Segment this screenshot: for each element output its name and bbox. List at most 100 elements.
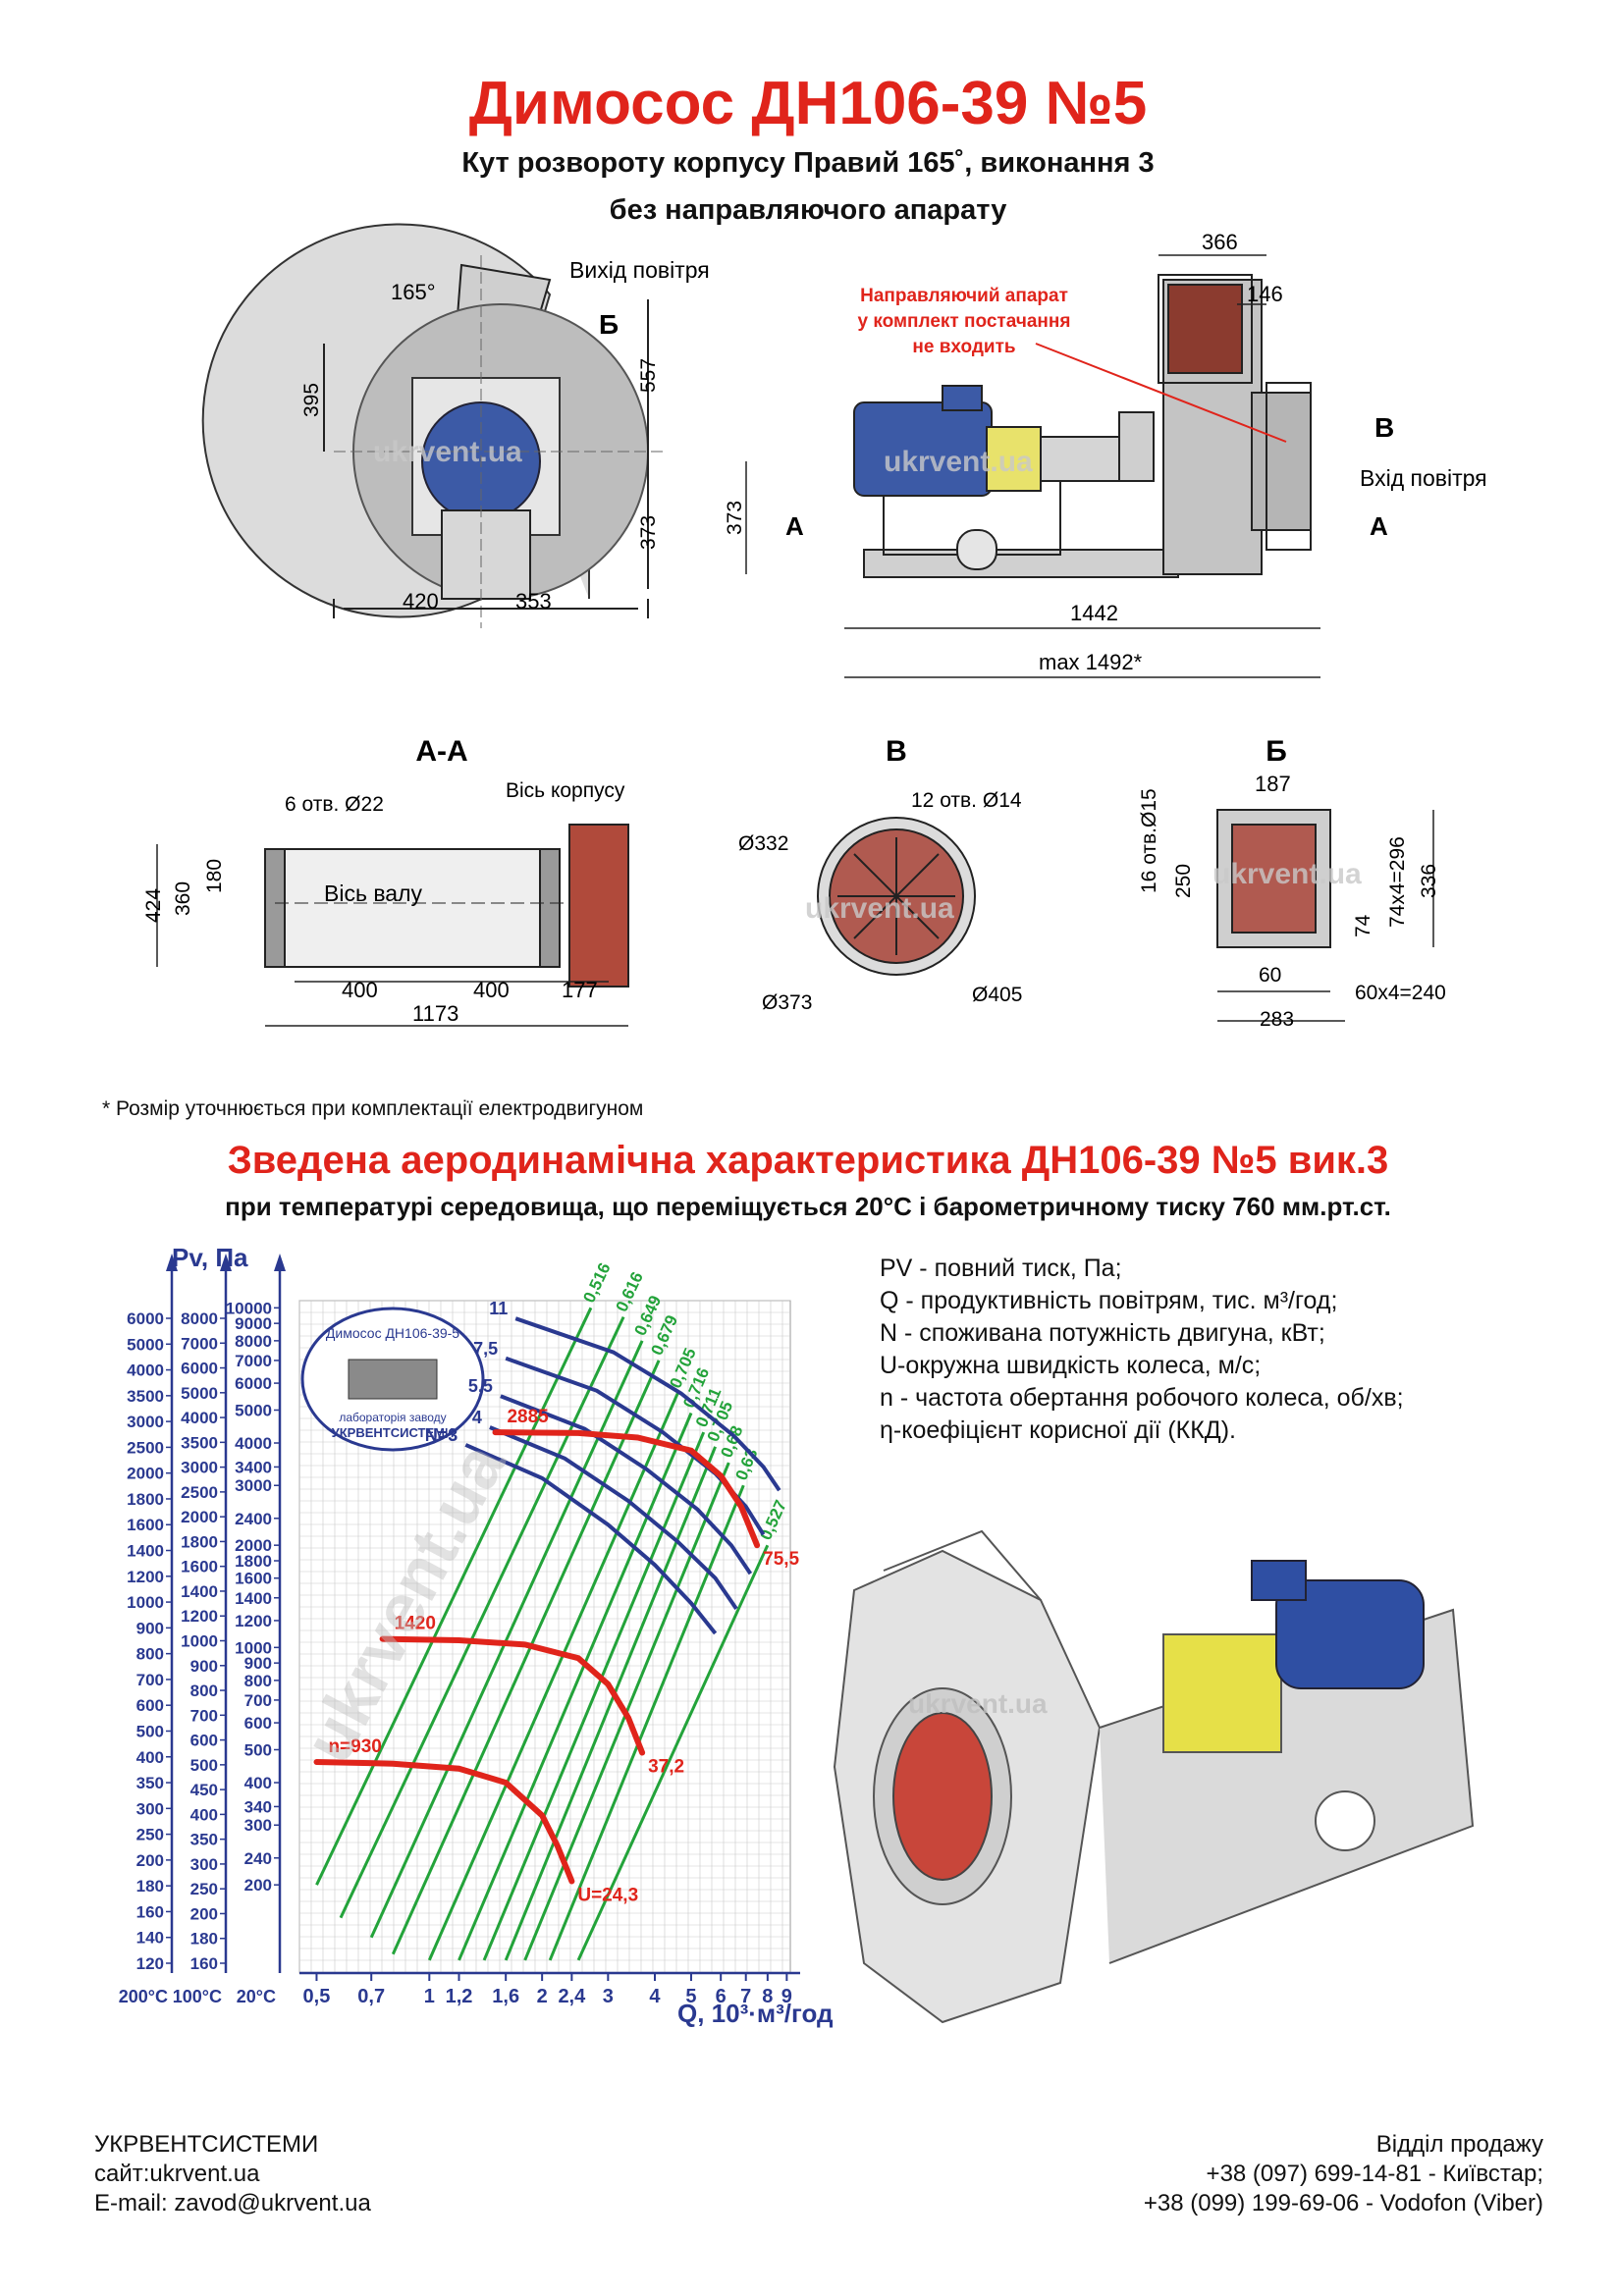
y-axis-100-tick-label: 200 — [190, 1904, 218, 1923]
footer-sales: Відділ продажу +38 (097) 699-14-81 - Киї… — [1144, 2130, 1543, 2218]
efficiency-label: 0,527 — [756, 1497, 790, 1543]
dim-177: 177 — [562, 978, 598, 1002]
x-tick-label: 2 — [537, 1986, 548, 2007]
legend-item: η-коефіцієнт корисної дії (ККД). — [880, 1416, 1236, 1444]
x-tick-label: 5 — [685, 1986, 696, 2007]
y-axis-20-tick-label: 240 — [244, 1849, 272, 1868]
y-axis-100-tick-label: 400 — [190, 1805, 218, 1824]
watermark-side: ukrvent.ua — [884, 446, 1033, 478]
speed-label: n=930 — [328, 1736, 381, 1757]
efficiency-ray — [504, 1446, 717, 1961]
email-link[interactable]: E-mail: zavod@ukrvent.ua — [94, 2190, 371, 2216]
section-b — [1216, 809, 1434, 1022]
site-link[interactable]: сайт:ukrvent.ua — [94, 2161, 260, 2187]
y-axis-200-tick-label: 900 — [136, 1619, 164, 1637]
speed-end-label: 75,5 — [763, 1549, 799, 1570]
efficiency-label: 0,679 — [647, 1312, 681, 1359]
dim-74x4: 74x4=296 — [1386, 836, 1409, 928]
body-axis-label: Вісь корпусу — [506, 779, 625, 802]
shaft-axis-label: Вісь валу — [324, 881, 422, 906]
dim-557: 557 — [637, 358, 660, 393]
speed-label: 1420 — [395, 1614, 436, 1634]
y-axis-20-tick-label: 200 — [244, 1876, 272, 1895]
company-name: УКРВЕНТСИСТЕМИ — [94, 2131, 319, 2158]
efficiency-ray — [427, 1392, 679, 1961]
dim-1442: 1442 — [1070, 601, 1118, 625]
logo-text-3: УКРВЕНТСИСТЕМИ — [332, 1425, 455, 1440]
speed-curve — [379, 1635, 646, 1756]
y-axis-20-tick-label: 300 — [244, 1816, 272, 1835]
x-tick-label: 1,2 — [446, 1986, 473, 2007]
y-axis-200-tick-label: 3500 — [127, 1387, 164, 1406]
y-axis-100-tick-label: 350 — [190, 1831, 218, 1849]
y-axis-20-tick-label: 2000 — [235, 1536, 272, 1555]
footnote: * Розмір уточнюється при комплектації ел… — [102, 1097, 644, 1120]
logo-text-2: лабораторія заводу — [339, 1411, 446, 1424]
dim-max: max 1492* — [1039, 650, 1143, 674]
dim-395: 395 — [300, 383, 323, 417]
efficiency-ray — [523, 1462, 730, 1961]
legend-item: Q - продуктивність повітрям, тис. м³/год… — [880, 1287, 1338, 1314]
y-axis-20-tick-label: 340 — [244, 1797, 272, 1816]
section-v-mark: В — [1374, 412, 1394, 443]
y-axis-20-tick-label: 900 — [244, 1654, 272, 1673]
y-axis-200-tick-label: 2000 — [127, 1465, 164, 1483]
chart-legend: PV - повний тиск, Па; Q - продуктивність… — [880, 1253, 1404, 1447]
watermark-render: ukrvent.ua — [908, 1688, 1048, 1719]
dim-366: 366 — [1202, 230, 1238, 254]
efficiency-ray — [315, 1307, 593, 1886]
y-axis-100-tick-label: 600 — [190, 1732, 218, 1750]
efficiency-ray — [458, 1412, 693, 1961]
chart-grid — [298, 1300, 791, 1974]
guide-note-2: у комплект постачання — [858, 311, 1071, 332]
speed-end-label: 37,2 — [648, 1757, 684, 1778]
y-axis-100-tick-label: 8000 — [181, 1309, 218, 1328]
y-axis-20-tick-label: 10000 — [226, 1299, 272, 1317]
y-axis-20-tick-label: 1200 — [235, 1612, 272, 1630]
power-curve — [464, 1443, 718, 1635]
power-curves: N=345,57,511 — [425, 1299, 781, 1635]
efficiency-ray — [576, 1544, 770, 1961]
y-axis-200-tick-label: 200 — [136, 1851, 164, 1870]
y-axis-200-tick-label: 3000 — [127, 1413, 164, 1431]
watermark-front: ukrvent.ua — [373, 436, 522, 468]
y-axis-100-tick-label: 2500 — [181, 1483, 218, 1502]
dim-400a: 400 — [342, 978, 378, 1002]
y-axis-20-tick-label: 9000 — [235, 1314, 272, 1333]
y-axis-200-tick-label: 120 — [136, 1954, 164, 1973]
d332-label: Ø332 — [738, 832, 788, 855]
section-b-title: Б — [1266, 735, 1287, 768]
fan-render — [833, 1529, 1475, 2024]
y-axis-20-tick-label: 5000 — [235, 1401, 272, 1419]
y-axis-200-tick-label: 1800 — [127, 1490, 164, 1509]
y-axis-200-tick-label: 160 — [136, 1902, 164, 1921]
y-axis-20-arrow — [274, 1254, 286, 1271]
section-v-title: В — [886, 735, 907, 768]
y-axis-200-tick-label: 6000 — [127, 1309, 164, 1328]
y-axis-100-tick-label: 300 — [190, 1855, 218, 1874]
front-view — [201, 223, 668, 628]
y-axis-200-label: 200°C — [119, 1987, 168, 2006]
legend-item: N - споживана потужність двигуна, кВт; — [880, 1319, 1325, 1347]
y-axis-20-tick-label: 6000 — [235, 1374, 272, 1393]
dim-187: 187 — [1255, 772, 1291, 796]
dim-60: 60 — [1259, 964, 1281, 987]
power-label: 4 — [472, 1408, 482, 1427]
efficiency-label: 0,649 — [630, 1293, 665, 1339]
y-axis-100-tick-label: 5000 — [181, 1384, 218, 1403]
speed-curve — [313, 1759, 575, 1885]
y-axis-20-tick-label: 800 — [244, 1672, 272, 1690]
y-axis-100-tick-label: 3000 — [181, 1459, 218, 1477]
y-axis-200-tick-label: 1600 — [127, 1516, 164, 1534]
dim-60x4: 60x4=240 — [1355, 982, 1446, 1004]
watermark-chart: ukrvent.ua — [289, 1430, 520, 1774]
power-label: 7,5 — [473, 1339, 498, 1359]
efficiency-ray — [548, 1484, 745, 1961]
y-axis-20-tick-label: 2400 — [235, 1510, 272, 1528]
phone-2[interactable]: +38 (099) 199-69-06 - Vodofon (Viber) — [1143, 2190, 1543, 2216]
phone-1[interactable]: +38 (097) 699-14-81 - Київстар; — [1206, 2161, 1543, 2187]
d405-label: Ø405 — [972, 984, 1022, 1006]
y-axis-200-tick-label: 4000 — [127, 1362, 164, 1380]
y-axis-200-tick-label: 700 — [136, 1671, 164, 1689]
